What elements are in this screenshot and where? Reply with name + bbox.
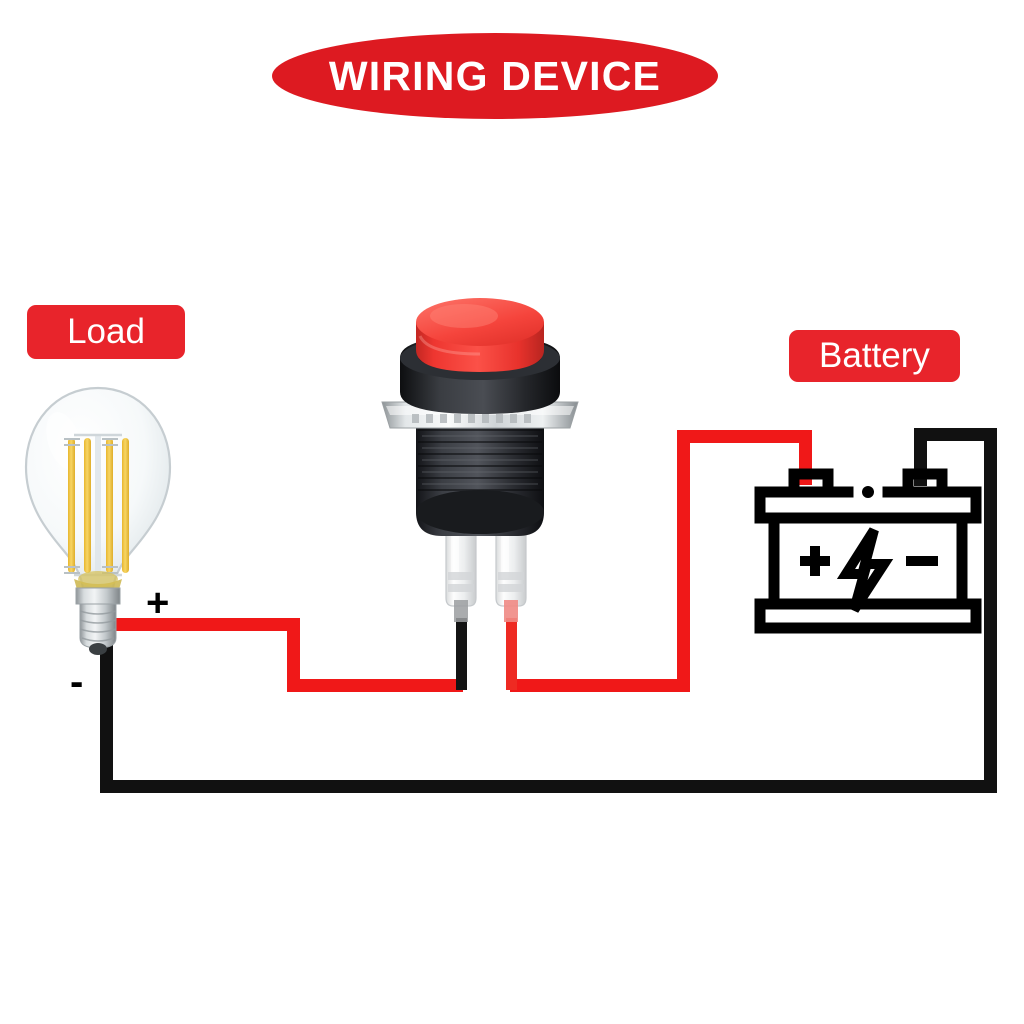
battery-minus-symbol	[906, 556, 938, 566]
wire-black-load-vertical	[100, 645, 113, 793]
battery-base	[754, 598, 982, 634]
load-label-text: Load	[67, 312, 145, 351]
wire-black-bottom-horizontal	[100, 780, 997, 793]
push-button-switch[interactable]	[372, 288, 588, 698]
bulb-filament	[122, 438, 129, 573]
wire-red-load-horizontal-2	[287, 679, 463, 692]
wire-red-switch-horizontal	[510, 679, 690, 692]
bulb-base-collar	[75, 587, 121, 605]
switch-washer-serrations	[412, 414, 531, 423]
page-title: WIRING DEVICE	[328, 52, 662, 99]
bulb-filament	[106, 438, 113, 573]
battery-label-text: Battery	[819, 336, 930, 375]
load-label: Load	[27, 305, 185, 359]
battery-lightning-bolt	[836, 527, 894, 613]
battery-lid	[754, 486, 982, 524]
title-banner: WIRING DEVICE	[272, 33, 718, 119]
bulb-filament	[84, 438, 91, 573]
switch-black-lead-wire	[456, 618, 467, 690]
switch-terminal-sleeve-right	[495, 519, 527, 622]
wire-red-load-vertical-step	[287, 618, 300, 692]
battery-plus-symbol	[800, 546, 830, 576]
wire-red-load-horizontal-1	[95, 618, 300, 631]
wire-red-battery-vertical	[677, 430, 690, 692]
wire-black-battery-horizontal	[914, 428, 997, 441]
switch-red-lead-wire	[506, 618, 517, 690]
battery-label: Battery	[789, 330, 960, 382]
battery-vent-dot	[862, 486, 874, 498]
load-positive-symbol: +	[146, 581, 170, 625]
battery-icon	[754, 468, 982, 634]
wire-red-battery-horizontal	[677, 430, 812, 443]
switch-cap-top	[416, 298, 544, 346]
bulb-base-tip	[89, 643, 107, 655]
light-bulb	[24, 386, 172, 655]
wire-black-right-vertical	[984, 428, 997, 793]
bulb-filament	[68, 438, 75, 573]
switch-terminal-sleeve-left	[445, 519, 477, 622]
load-negative-symbol: -	[70, 660, 84, 704]
battery-case	[768, 512, 968, 610]
